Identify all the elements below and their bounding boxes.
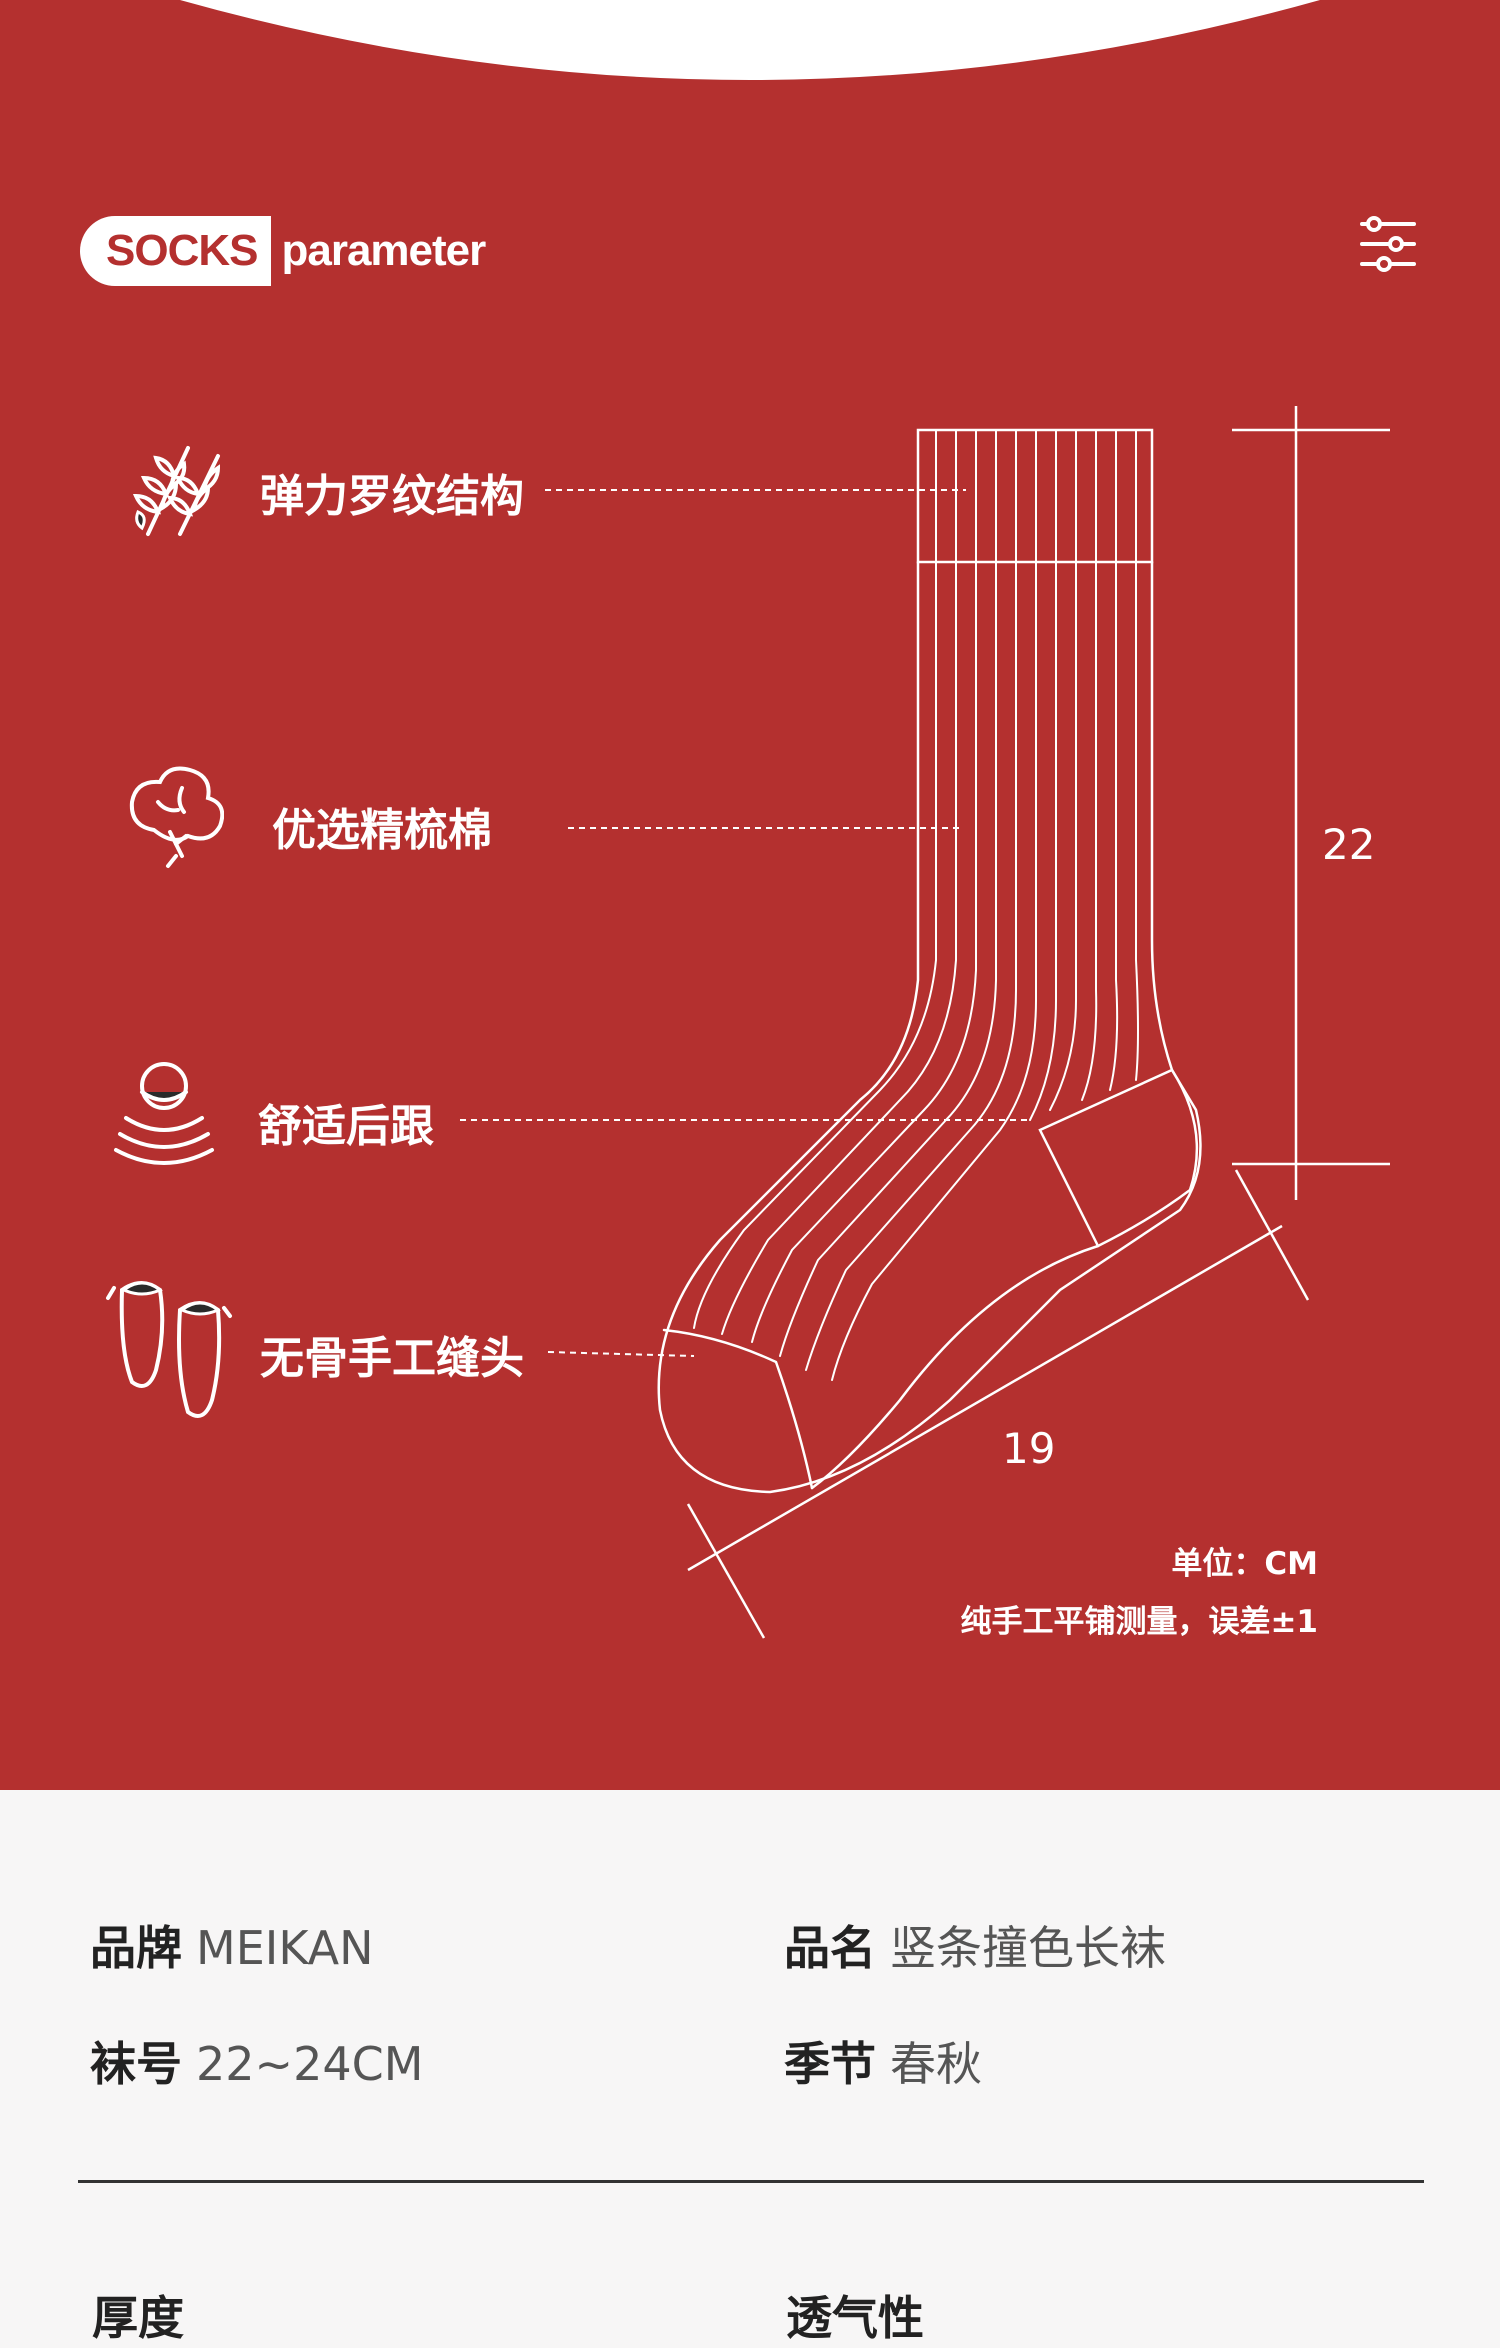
length-dimension: 19 xyxy=(1002,1424,1056,1473)
spec-season: 季节春秋 xyxy=(784,2028,982,2094)
spec-size-key: 袜号 xyxy=(90,2037,182,2091)
thickness-title: 厚度 xyxy=(92,2291,184,2345)
spec-size-value: 22~24CM xyxy=(196,2037,424,2091)
parameter-panel: SOCKS parameter 弹力罗纹结构 优选精梳棉 xyxy=(0,0,1500,1790)
toe-seam-icon xyxy=(106,1281,232,1418)
sock-diagram xyxy=(460,406,1390,1639)
cotton-icon xyxy=(129,766,224,868)
spec-brand: 品牌 MEIKAN xyxy=(90,1912,374,1978)
feature-label-cotton: 优选精梳棉 xyxy=(272,805,492,856)
leader-toe xyxy=(547,1351,695,1357)
feature-label-toe: 无骨手工缝头 xyxy=(260,1333,524,1384)
feature-label-rib: 弹力罗纹结构 xyxy=(260,471,524,522)
spec-brand-key: 品牌 xyxy=(90,1921,182,1975)
measure-error-note: 纯手工平铺测量，误差±1 xyxy=(960,1604,1318,1640)
badge-socks-label: SOCKS xyxy=(80,216,272,286)
spec-product-name-key: 品名 xyxy=(784,1921,876,1975)
heel-cushion-icon xyxy=(114,1062,214,1165)
unit-note: 单位：CM xyxy=(1171,1546,1318,1582)
spec-season-value: 春秋 xyxy=(890,2037,982,2091)
spec-product-name-value: 竖条撞色长袜 xyxy=(890,1921,1166,1975)
breathability-title: 透气性 xyxy=(786,2291,924,2345)
wheat-icon xyxy=(132,446,221,536)
spec-season-key: 季节 xyxy=(784,2037,876,2091)
spec-product-name: 品名竖条撞色长袜 xyxy=(784,1912,1166,1978)
section-divider xyxy=(78,2180,1424,2183)
badge-parameter-label: parameter xyxy=(281,226,486,275)
top-curve-decoration xyxy=(180,0,1320,80)
spec-size: 袜号 22~24CM xyxy=(90,2028,423,2094)
feature-label-heel: 舒适后跟 xyxy=(258,1101,434,1152)
socks-parameter-badge: SOCKS parameter xyxy=(80,216,486,286)
spec-brand-value: MEIKAN xyxy=(196,1921,374,1975)
height-dimension: 22 xyxy=(1322,820,1376,869)
filter-sliders-icon[interactable] xyxy=(1358,214,1418,274)
